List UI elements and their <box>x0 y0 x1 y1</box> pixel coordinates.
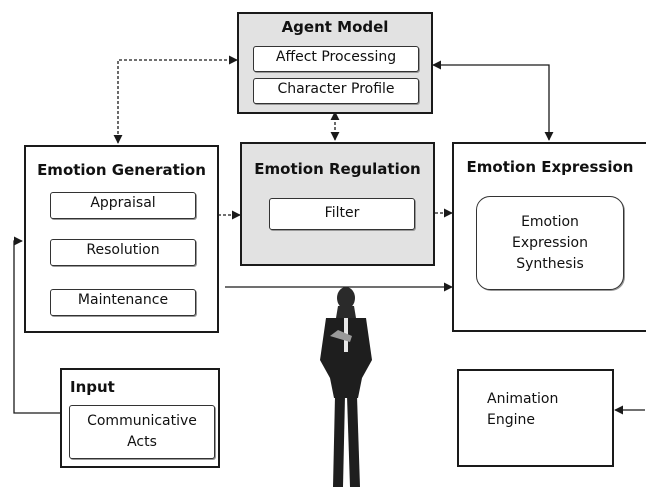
agent-model-title: Agent Model <box>281 18 389 36</box>
synthesis-line-2: Expression <box>512 234 588 251</box>
emotion-generation-box: Emotion Generation Appraisal Resolution … <box>24 145 219 333</box>
input-title: Input <box>70 378 115 396</box>
animation-line: Animation <box>487 391 559 407</box>
filter-box: Filter <box>269 198 415 230</box>
emotion-expression-box: Emotion Expression Emotion Expression Sy… <box>452 142 646 332</box>
synthesis-line-1: Emotion <box>521 213 579 230</box>
engine-line: Engine <box>487 412 535 428</box>
edge-input-generation <box>13 236 60 414</box>
character-profile-box: Character Profile <box>253 78 419 104</box>
emotion-regulation-title: Emotion Regulation <box>254 160 421 178</box>
input-box: Input Communicative Acts <box>60 368 220 468</box>
emotion-expression-synthesis-box: Emotion Expression Synthesis <box>476 196 624 290</box>
affect-processing-box: Affect Processing <box>253 46 419 72</box>
communicative-line: Communicative <box>87 413 197 429</box>
acts-line: Acts <box>127 434 157 450</box>
animation-engine-label: Animation Engine <box>487 389 558 431</box>
resolution-box: Resolution <box>50 239 196 266</box>
edge-agent-expression <box>432 60 554 141</box>
animation-engine-box: Animation Engine <box>457 369 614 467</box>
human-figure-icon <box>320 287 372 487</box>
emotion-generation-title: Emotion Generation <box>37 161 206 179</box>
emotion-regulation-box: Emotion Regulation Filter <box>240 142 435 266</box>
communicative-acts-box: Communicative Acts <box>69 405 215 459</box>
agent-model-box: Agent Model Affect Processing Character … <box>237 12 433 114</box>
edge-agent-generation <box>113 55 238 144</box>
appraisal-box: Appraisal <box>50 192 196 219</box>
synthesis-line-3: Synthesis <box>516 255 584 272</box>
emotion-expression-title: Emotion Expression <box>466 158 634 176</box>
maintenance-box: Maintenance <box>50 289 196 316</box>
